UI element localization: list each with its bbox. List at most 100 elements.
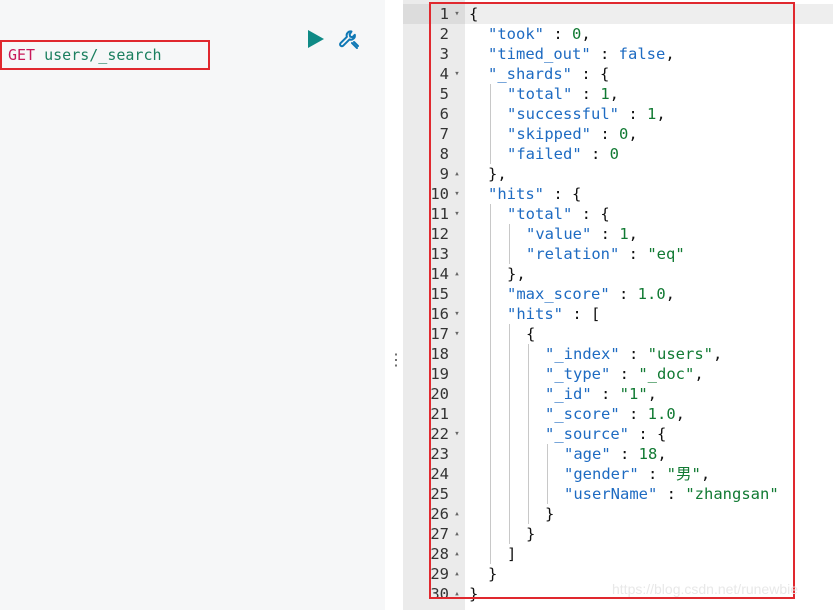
indent-guide <box>490 104 491 124</box>
code-text: "_source" : { <box>545 424 666 444</box>
code-line: 4▾"_shards" : { <box>403 64 833 84</box>
line-number: 17 <box>430 325 449 343</box>
code-token: : [ <box>563 305 601 323</box>
indent-guide <box>509 424 510 444</box>
indent-guide <box>490 324 491 344</box>
line-number: 16 <box>430 305 449 323</box>
indent-guide <box>490 424 491 444</box>
code-token: "failed" <box>507 145 582 163</box>
line-number: 14 <box>430 265 449 283</box>
code-token: : <box>610 445 639 463</box>
fold-collapse-icon[interactable]: ▾ <box>454 69 460 79</box>
fold-expand-icon[interactable]: ▴ <box>454 549 460 559</box>
code-text: "successful" : 1, <box>507 104 666 124</box>
code-line: 23"age" : 18, <box>403 444 833 464</box>
fold-collapse-icon[interactable]: ▾ <box>454 329 460 339</box>
run-request-button[interactable] <box>305 28 327 50</box>
code-token: : <box>590 45 619 63</box>
code-text: } <box>545 504 554 524</box>
code-line: 2"took" : 0, <box>403 24 833 44</box>
resize-handle-icon[interactable]: ⋮ <box>388 350 404 369</box>
code-token: : { <box>629 425 667 443</box>
code-text: } <box>488 564 497 584</box>
code-token: : { <box>572 205 610 223</box>
indent-guide <box>528 504 529 524</box>
line-number: 27 <box>430 525 449 543</box>
code-line: 6"successful" : 1, <box>403 104 833 124</box>
line-number: 18 <box>430 345 449 363</box>
fold-expand-icon[interactable]: ▴ <box>454 589 460 599</box>
code-line: 27▴} <box>403 524 833 544</box>
code-token: 1 <box>619 225 629 243</box>
code-line: 20"_id" : "1", <box>403 384 833 404</box>
fold-collapse-icon[interactable]: ▾ <box>454 9 460 19</box>
request-line-highlight[interactable]: GET users/_search <box>0 40 210 70</box>
fold-collapse-icon[interactable]: ▾ <box>454 189 460 199</box>
line-number: 15 <box>430 285 449 303</box>
indent-guide <box>490 304 491 324</box>
request-text[interactable]: GET users/_search <box>8 45 162 65</box>
line-number: 30 <box>430 585 449 603</box>
code-line: 16 ▾ "hits" : [ <box>403 304 833 324</box>
fold-collapse-icon[interactable]: ▾ <box>454 309 460 319</box>
code-text: "took" : 0, <box>488 24 591 44</box>
indent-guide <box>528 384 529 404</box>
code-text: "failed" : 0 <box>507 144 619 164</box>
indent-guide <box>490 144 491 164</box>
fold-expand-icon[interactable]: ▴ <box>454 269 460 279</box>
code-line: 15 "max_score" : 1.0, <box>403 284 833 304</box>
fold-expand-icon[interactable]: ▴ <box>454 509 460 519</box>
code-text: "hits" : [ <box>507 304 600 324</box>
code-token: "eq" <box>647 245 685 263</box>
indent-guide <box>509 524 510 544</box>
code-token: "timed_out" <box>488 45 591 63</box>
code-text: "total" : { <box>507 204 610 224</box>
code-token: { <box>526 325 536 343</box>
code-token: : <box>591 225 620 243</box>
code-token: "gender" <box>564 465 639 483</box>
code-text: "total" : 1, <box>507 84 619 104</box>
code-token: : <box>609 285 638 303</box>
code-token: } <box>488 565 498 583</box>
response-code: 1▾{2"took" : 0,3"timed_out" : false,4▾"_… <box>403 4 833 604</box>
indent-guide <box>528 444 529 464</box>
code-token: , <box>628 225 639 243</box>
code-token: "relation" <box>526 245 620 263</box>
code-token: 0 <box>572 25 582 43</box>
code-text: } <box>469 584 478 604</box>
code-text: "gender" : "男", <box>564 464 710 484</box>
code-token: , <box>657 445 667 463</box>
code-token: : <box>638 465 667 483</box>
code-text: "_score" : 1.0, <box>545 404 685 424</box>
line-number: 28 <box>430 545 449 563</box>
fold-expand-icon[interactable]: ▴ <box>454 569 460 579</box>
code-text: }, <box>488 164 507 184</box>
code-line: 8"failed" : 0 <box>403 144 833 164</box>
line-number: 26 <box>430 505 449 523</box>
indent-guide <box>490 504 491 524</box>
code-token: , <box>647 385 658 403</box>
fold-expand-icon[interactable]: ▴ <box>454 169 460 179</box>
code-text: "value" : 1, <box>526 224 638 244</box>
wrench-settings-button[interactable] <box>337 28 361 52</box>
fold-expand-icon[interactable]: ▴ <box>454 529 460 539</box>
code-line: 28▴] <box>403 544 833 564</box>
response-viewer[interactable]: 1▾{2"took" : 0,3"timed_out" : false,4▾"_… <box>403 0 833 610</box>
code-line: 29▴} <box>403 564 833 584</box>
code-token: , <box>656 105 666 123</box>
indent-guide <box>490 524 491 544</box>
pane-divider[interactable]: ⋮ <box>385 0 404 610</box>
indent-guide <box>490 224 491 244</box>
code-line: 17 ▾ { <box>403 324 833 344</box>
code-token: , <box>694 365 704 383</box>
code-line: 22▾"_source" : { <box>403 424 833 444</box>
fold-collapse-icon[interactable]: ▾ <box>454 429 460 439</box>
code-text: { <box>469 4 478 24</box>
fold-collapse-icon[interactable]: ▾ <box>454 209 460 219</box>
line-number: 25 <box>430 485 449 503</box>
code-text: "max_score" : 1.0, <box>507 284 675 304</box>
request-editor[interactable]: GET users/_search <box>0 0 385 610</box>
code-token: "value" <box>526 225 592 243</box>
code-token: : <box>572 85 601 103</box>
code-token: "hits" <box>488 185 544 203</box>
